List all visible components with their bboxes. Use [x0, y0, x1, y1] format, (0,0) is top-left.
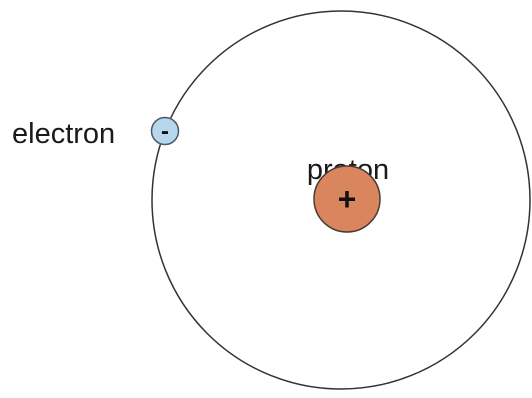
electron-particle: -	[150, 116, 180, 146]
proton-sign: +	[338, 181, 357, 217]
proton-particle: +	[313, 165, 381, 233]
orbit-circle	[151, 10, 531, 390]
proton-circle	[313, 165, 381, 233]
electron-label: electron	[12, 118, 115, 150]
electron-sign: -	[161, 118, 169, 145]
electron-circle	[150, 116, 180, 146]
